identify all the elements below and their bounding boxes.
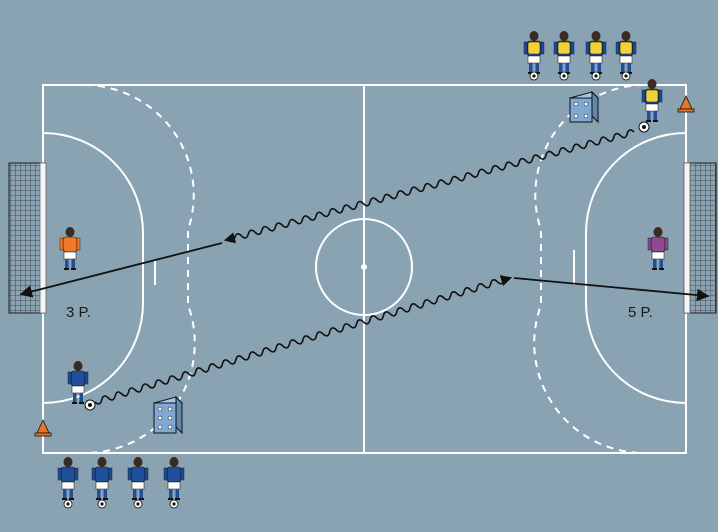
center-spot (361, 264, 367, 270)
ball-top-4 (622, 72, 630, 80)
dice-six (154, 397, 182, 433)
ball-bottom-1 (64, 500, 72, 508)
ball-bottom-3 (134, 500, 142, 508)
right-goal-points-label: 5 P. (628, 304, 653, 321)
left-goal-points-label: 3 P. (66, 304, 91, 321)
right-goal (684, 163, 716, 313)
ball-top-2 (560, 72, 568, 80)
ball-top-1 (530, 72, 538, 80)
dice-four (570, 92, 598, 122)
ball-bottom-left (85, 400, 95, 410)
ball-bottom-4 (170, 500, 178, 508)
ball-top-right (639, 122, 649, 132)
ball-bottom-2 (98, 500, 106, 508)
ball-top-3 (592, 72, 600, 80)
left-goal (9, 163, 46, 313)
